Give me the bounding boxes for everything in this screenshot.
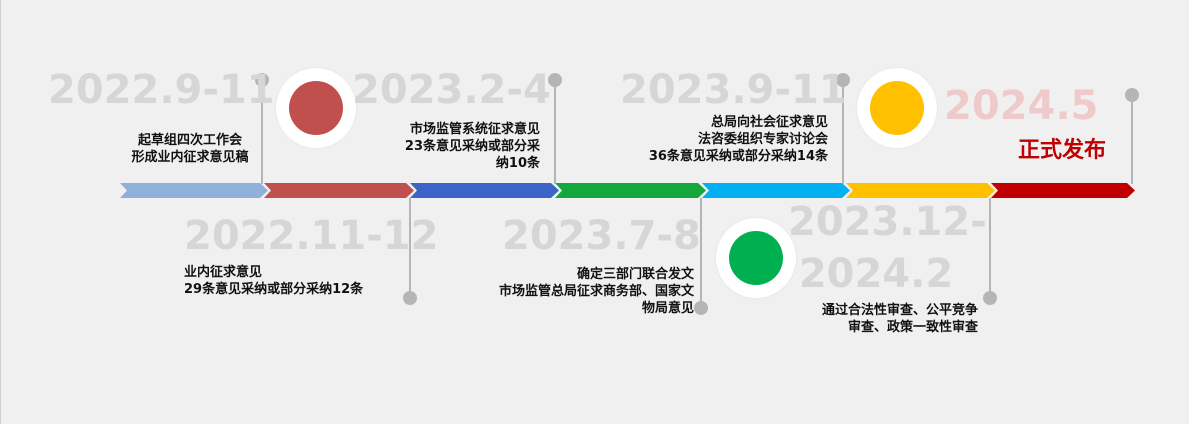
desc-3-line-2: 23条意见采纳或部分采 (404, 139, 540, 154)
stem-3 (554, 80, 556, 184)
stem-dot-6 (983, 291, 997, 305)
milestone-date-7: 2024.5 (944, 83, 1099, 129)
stem-1 (261, 80, 263, 184)
desc-2-line-1: 业内征求意见 (184, 265, 263, 280)
milestone-date-6-line-1: 2023.12- (788, 199, 987, 245)
milestone-date-5: 2023.9-11 (620, 67, 847, 113)
desc-4-line-1: 确定三部门联合发文 (576, 267, 694, 282)
milestone-desc-1: 起草组四次工作会 形成业内征求意见稿 (110, 132, 270, 166)
timeline-segment-1 (120, 183, 268, 198)
stem-dot-7 (1125, 88, 1139, 102)
timeline-segment-6 (846, 183, 995, 198)
desc-5-line-3: 36条意见采纳或部分采纳14条 (648, 149, 828, 164)
desc-5-line-1: 总局向社会征求意见 (710, 115, 828, 130)
milestone-circle-green (716, 218, 796, 298)
timeline-segment-3 (410, 183, 559, 198)
milestone-circle-yellow (857, 68, 937, 148)
stem-7 (1131, 98, 1133, 184)
milestone-date-6-line-2: 2024.2 (798, 251, 954, 297)
timeline-segment-7 (991, 183, 1135, 198)
desc-1-line-1: 起草组四次工作会 (137, 133, 242, 148)
circle-green-fill (729, 231, 783, 285)
stem-6 (989, 198, 991, 298)
timeline-segment-5 (702, 183, 850, 198)
milestone-desc-4: 确定三部门联合发文 市场监管总局征求商务部、国家文 物局意见 (470, 266, 694, 317)
desc-3-line-3: 纳10条 (495, 156, 540, 171)
milestone-desc-6: 通过合法性审查、公平竞争 审查、政策一致性审查 (790, 302, 978, 336)
stem-5 (842, 80, 844, 184)
milestone-date-4: 2023.7-8 (502, 213, 701, 259)
desc-3-line-1: 市场监管系统征求意见 (409, 122, 540, 137)
stem-dot-5 (836, 73, 850, 87)
stem-dot-1 (255, 73, 269, 87)
stem-dot-2 (403, 291, 417, 305)
milestone-date-2: 2022.11-12 (184, 213, 439, 259)
milestone-circle-red (276, 68, 356, 148)
desc-4-line-3: 物局意见 (641, 301, 694, 316)
stem-dot-4 (694, 301, 708, 315)
timeline-segment-4 (555, 183, 706, 198)
desc-1-line-2: 形成业内征求意见稿 (131, 150, 249, 165)
desc-2-line-2: 29条意见采纳或部分采纳12条 (184, 282, 364, 297)
desc-6-line-2: 审查、政策一致性审查 (847, 320, 978, 335)
milestone-desc-3: 市场监管系统征求意见 23条意见采纳或部分采 纳10条 (386, 121, 540, 172)
desc-6-line-1: 通过合法性审查、公平竞争 (821, 303, 978, 318)
milestone-desc-2: 业内征求意见 29条意见采纳或部分采纳12条 (184, 264, 363, 298)
final-release-label: 正式发布 (1018, 138, 1107, 163)
left-border-line (0, 0, 1, 424)
milestone-date-1: 2022.9-11 (48, 67, 275, 113)
desc-4-line-2: 市场监管总局征求商务部、国家文 (498, 284, 694, 299)
stem-4 (700, 198, 702, 308)
desc-5-line-2: 法咨委组织专家讨论会 (697, 132, 828, 147)
circle-red-fill (289, 81, 343, 135)
stem-2 (409, 198, 411, 298)
milestone-date-6: 2023.12- 2024.2 (788, 199, 987, 297)
timeline-segment-2 (264, 183, 414, 198)
stem-dot-3 (548, 73, 562, 87)
milestone-date-3: 2023.2-4 (352, 67, 551, 113)
milestone-desc-5: 总局向社会征求意见 法咨委组织专家讨论会 36条意见采纳或部分采纳14条 (624, 114, 828, 165)
circle-yellow-fill (870, 81, 924, 135)
